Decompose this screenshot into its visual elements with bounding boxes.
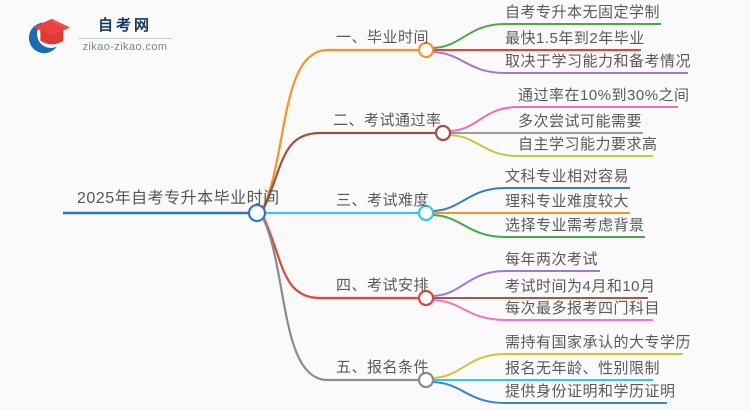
branch-1-node-circle[interactable]	[417, 41, 435, 59]
branch-4-leaf-1-wire	[432, 270, 600, 297]
branch-3-leaf-1-wire	[432, 187, 630, 212]
branch-4-leaf-3-wire	[432, 299, 653, 321]
branch-3-label[interactable]: 三、考试难度	[336, 192, 430, 209]
branch-2-node-circle[interactable]	[434, 124, 452, 142]
leaf-5-2[interactable]: 报名无年龄、性别限制	[505, 360, 661, 377]
leaf-3-2[interactable]: 理科专业难度较大	[505, 193, 630, 210]
branch-5-label[interactable]: 五、报名条件	[336, 359, 430, 376]
logo-title: 自考网	[97, 17, 152, 34]
leaf-4-1[interactable]: 每年两次考试	[505, 251, 599, 268]
leaf-2-2[interactable]: 多次尝试可能需要	[518, 113, 643, 130]
central-topic[interactable]: 2025年自考专升本毕业时间	[77, 190, 280, 207]
branch-1-label[interactable]: 一、毕业时间	[336, 29, 430, 46]
graduation-cap-logo-icon	[28, 18, 71, 54]
logo-domain: zikao-zikao.com	[82, 41, 168, 53]
leaf-2-1[interactable]: 通过率在10%到30%之间	[518, 87, 690, 104]
branch-2-wire	[262, 131, 436, 211]
leaf-1-3[interactable]: 取决于学习能力和备考情况	[505, 53, 692, 70]
leaf-4-3[interactable]: 每次最多报考四门科目	[505, 300, 661, 317]
leaf-3-3[interactable]: 选择专业需考虑背景	[505, 217, 645, 234]
branch-2-leaf-1-wire	[449, 106, 678, 132]
branch-4-label[interactable]: 四、考试安排	[336, 277, 430, 294]
logo-divider	[78, 38, 172, 39]
branch-2-leaf-3-wire	[449, 134, 653, 157]
leaf-5-1[interactable]: 需持有国家承认的大专学历	[505, 334, 692, 351]
branch-3-node-circle[interactable]	[417, 204, 435, 222]
leaf-1-2[interactable]: 最快1.5年到2年毕业	[505, 30, 645, 47]
site-logo[interactable]: 自考网 zikao-zikao.com	[26, 12, 172, 58]
leaf-4-2[interactable]: 考试时间为4月和10月	[505, 278, 656, 295]
branch-5-node-circle[interactable]	[417, 371, 435, 389]
branch-4-wire	[262, 215, 419, 300]
leaf-1-1[interactable]: 自考专升本无固定学制	[505, 4, 661, 21]
branch-5-wire	[262, 217, 419, 382]
branch-3-leaf-3-wire	[432, 214, 645, 238]
branch-5-leaf-1-wire	[432, 353, 683, 379]
branch-1-wire	[262, 48, 419, 209]
central-node-circle[interactable]	[247, 203, 267, 223]
branch-2-label[interactable]: 二、考试通过率	[333, 112, 442, 129]
branch-5-leaf-3-wire	[432, 381, 667, 404]
leaf-2-3[interactable]: 自主学习能力要求高	[518, 136, 658, 153]
leaf-5-3[interactable]: 提供身份证明和学历证明	[505, 383, 676, 400]
branch-1-leaf-1-wire	[432, 23, 661, 49]
branch-1-leaf-3-wire	[432, 51, 688, 74]
branch-4-node-circle[interactable]	[417, 289, 435, 307]
leaf-3-1[interactable]: 文科专业相对容易	[505, 168, 630, 185]
